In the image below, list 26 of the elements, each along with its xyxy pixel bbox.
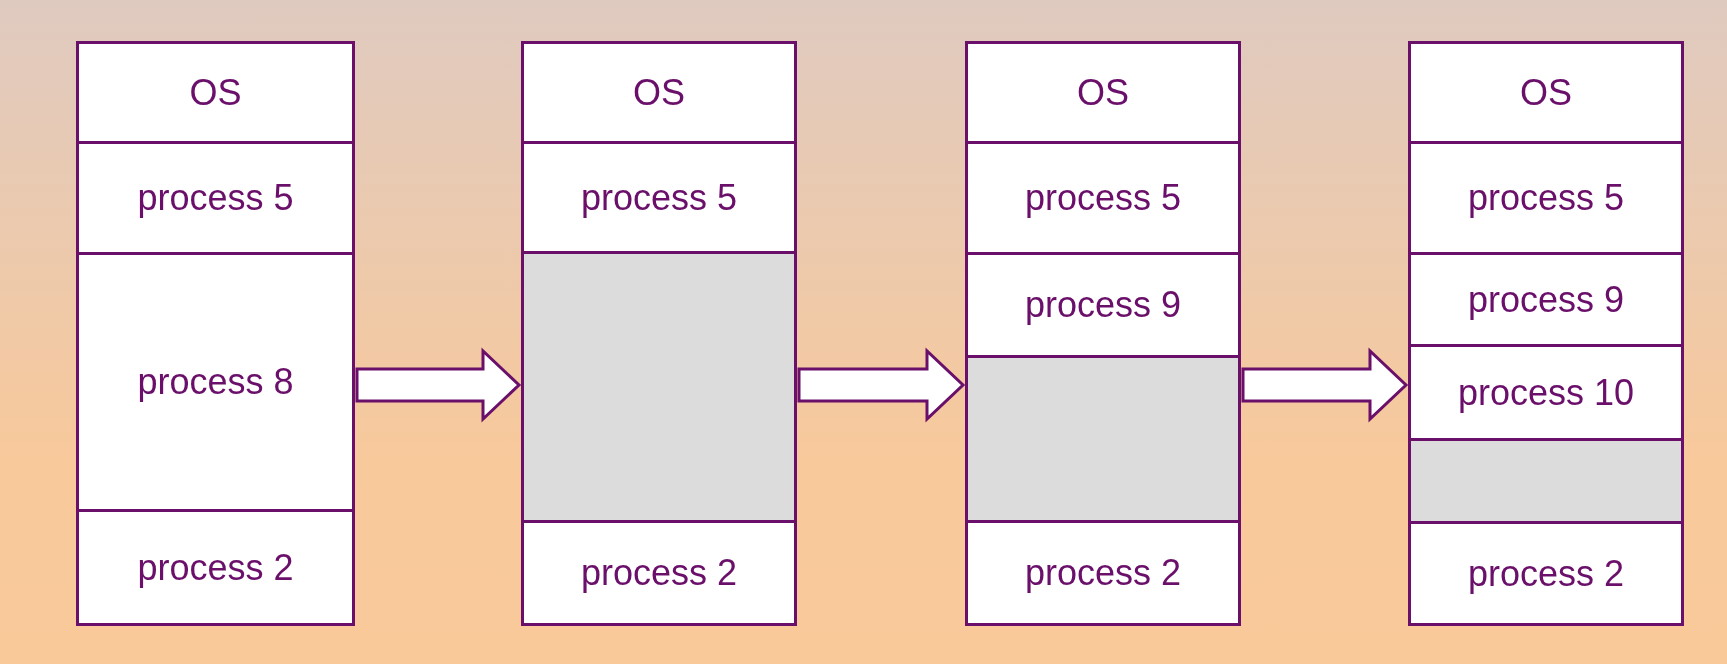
segment-label: process 5 <box>580 176 738 219</box>
segment-label: process 2 <box>137 546 294 589</box>
segment-label: process 9 <box>1467 278 1625 321</box>
block-arrow <box>355 347 522 423</box>
memory-column <box>965 41 1241 626</box>
block-arrow <box>1241 347 1409 423</box>
free-memory-block <box>1411 438 1681 521</box>
segment-label: process 10 <box>1457 371 1635 414</box>
segment-label: process 2 <box>1467 552 1625 595</box>
memory-column <box>76 41 355 626</box>
segment-label: OS <box>1077 71 1129 114</box>
memory-column <box>1408 41 1684 626</box>
segment-label: OS <box>633 71 685 114</box>
segment-label: process 2 <box>1024 552 1182 594</box>
segment-label: process 5 <box>1467 177 1625 219</box>
segment-label: OS <box>189 71 242 114</box>
segment-label: process 5 <box>137 177 294 219</box>
free-memory-block <box>968 355 1238 520</box>
memory-column <box>521 41 797 626</box>
free-memory-block <box>524 251 794 520</box>
block-arrow <box>797 347 966 423</box>
segment-label: process 5 <box>1024 177 1182 219</box>
segment-label: process 9 <box>1024 284 1182 326</box>
segment-label: process 8 <box>137 361 294 403</box>
segment-label: process 2 <box>580 552 738 594</box>
segment-label: OS <box>1520 71 1572 114</box>
